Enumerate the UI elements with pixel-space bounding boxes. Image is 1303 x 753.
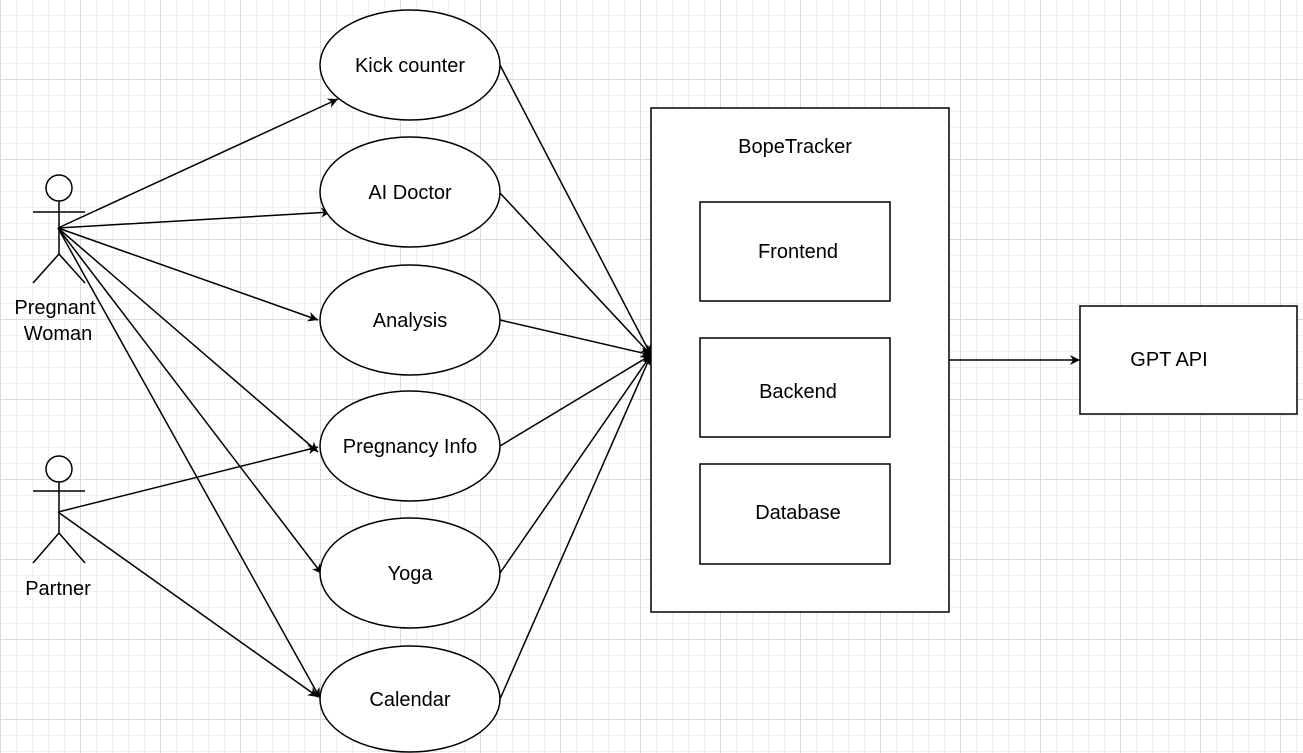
use-case-label: AI Doctor (368, 182, 452, 204)
use-case-label: Analysis (373, 310, 447, 332)
actor-left-leg (32, 532, 60, 564)
edge-woman-kick-counter[interactable] (57, 98, 339, 229)
actor-associations (57, 98, 339, 699)
use-case-kick-counter[interactable]: Kick counter (319, 9, 501, 121)
actor-pregnant-woman[interactable] (32, 174, 86, 284)
edge-woman-yoga[interactable] (57, 227, 323, 575)
component-label: Database (755, 502, 841, 524)
component-frontend[interactable]: Frontend (699, 201, 891, 302)
actor-left-leg (32, 253, 60, 284)
edge-partner-pregnancy-info[interactable] (57, 444, 319, 513)
actor-label-line2: Woman (24, 323, 93, 345)
actor-head (45, 174, 73, 202)
edge-analysis-system[interactable] (499, 319, 652, 358)
external-label: GPT API (1130, 349, 1207, 371)
use-case-shape (319, 136, 501, 248)
actor-label: Partner (25, 578, 91, 600)
external-box (1079, 305, 1298, 415)
edge-woman-ai-doctor[interactable] (57, 207, 332, 229)
use-case-label: Yoga (388, 563, 434, 585)
actor-partner[interactable] (32, 455, 86, 564)
use-case-ai-doctor[interactable]: AI Doctor (319, 136, 501, 248)
edge-ai-doctor-system[interactable] (499, 192, 652, 356)
system-title: BopeTracker (738, 136, 852, 158)
use-case-shape (319, 9, 501, 121)
actor-label-line1: Pregnant (14, 297, 96, 319)
use-case-shape (319, 517, 501, 629)
component-box (699, 337, 891, 438)
component-box (699, 201, 891, 302)
component-label: Backend (759, 381, 837, 403)
edge-kick-counter-system[interactable] (499, 64, 652, 356)
use-case-label: Calendar (369, 689, 451, 711)
use-case-pregnancy-info[interactable]: Pregnancy Info (319, 390, 501, 502)
use-case-analysis[interactable]: Analysis (319, 264, 501, 376)
use-case-calendar[interactable]: Calendar (319, 645, 501, 753)
system-bopetracker[interactable]: BopeTracker Frontend Backend Database (650, 107, 950, 613)
component-backend[interactable]: Backend (699, 337, 891, 438)
component-label: Frontend (758, 241, 838, 263)
actor-right-leg (58, 532, 86, 564)
system-associations (499, 64, 1080, 700)
use-case-label: Pregnancy Info (343, 436, 478, 458)
use-case-yoga[interactable]: Yoga (319, 517, 501, 629)
component-box (699, 463, 891, 565)
edge-calendar-system[interactable] (499, 354, 652, 700)
edge-yoga-system[interactable] (499, 354, 652, 574)
actor-right-leg (58, 253, 86, 284)
use-case-shape (319, 390, 501, 502)
edge-woman-pregnancy-info[interactable] (57, 227, 319, 453)
actor-head (45, 455, 73, 483)
use-case-label: Kick counter (355, 55, 465, 77)
use-case-shape (319, 264, 501, 376)
edge-woman-calendar[interactable] (57, 227, 321, 699)
edge-pregnancy-info-system[interactable] (499, 354, 652, 447)
edge-partner-calendar[interactable] (57, 511, 319, 698)
component-database[interactable]: Database (699, 463, 891, 565)
use-case-shape (319, 645, 501, 753)
edge-woman-analysis[interactable] (57, 227, 319, 322)
external-gpt-api[interactable]: GPT API (1079, 305, 1298, 415)
